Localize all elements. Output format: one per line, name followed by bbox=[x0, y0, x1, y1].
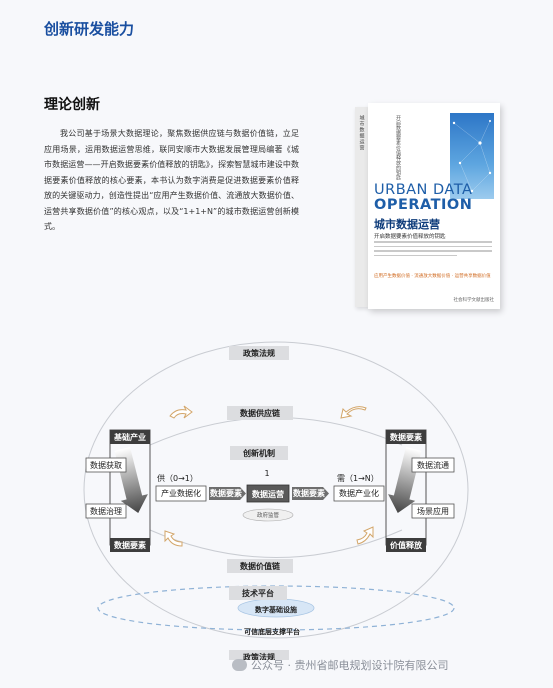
left-item-1: 数据治理 bbox=[90, 506, 122, 516]
left-bottom-label: 数据要素 bbox=[114, 540, 146, 550]
trusted-base-label: 可信底层支撑平台 bbox=[244, 627, 300, 636]
value-chain-label: 数据价值链 bbox=[240, 561, 281, 571]
supervision-label: 政府监管 bbox=[257, 511, 280, 519]
book-data-visual bbox=[450, 113, 494, 199]
data-element-left-arrow bbox=[209, 487, 246, 500]
wechat-icon bbox=[232, 659, 247, 671]
left-bottom-box bbox=[110, 538, 150, 552]
watermark-text: 公众号 · 贵州省邮电规划设计院有限公司 bbox=[251, 659, 449, 672]
page-header-title: 创新研发能力 bbox=[44, 20, 135, 38]
center-label: 数据运营 bbox=[252, 489, 284, 499]
lower-arc bbox=[149, 529, 403, 558]
value-chain-box bbox=[227, 559, 293, 573]
tech-platform-box bbox=[229, 586, 287, 600]
data-industry-label: 数据产业化 bbox=[339, 488, 379, 498]
innovation-label: 创新机制 bbox=[242, 448, 275, 458]
book-side-text: 开启数据要素价值释放的钥匙 bbox=[395, 115, 401, 180]
book-cn-subtitle: 开启数据要素价值释放的钥匙 bbox=[374, 234, 446, 240]
digital-infra-label: 数字基础设施 bbox=[255, 605, 297, 614]
book-title-operation: OPERATION bbox=[374, 197, 473, 213]
industrialize-label: 产业数据化 bbox=[161, 488, 201, 498]
cycle-arrow-bottom-left bbox=[164, 530, 183, 547]
left-top-box bbox=[110, 430, 150, 444]
cycle-arrows bbox=[164, 405, 374, 547]
book-network-graphic bbox=[452, 120, 492, 193]
cycle-arrow-bottom-right bbox=[356, 526, 374, 545]
policy-bottom-box bbox=[229, 650, 289, 660]
data-element-left-label: 数据要素 bbox=[210, 488, 242, 498]
left-top-label: 基础产业 bbox=[113, 432, 146, 442]
right-bottom-label: 价值释放 bbox=[390, 540, 423, 550]
supply-chain-label: 数据供应链 bbox=[240, 408, 281, 418]
book-spine: 城市数据运营 bbox=[355, 107, 369, 307]
right-top-box bbox=[386, 430, 426, 444]
right-item-0: 数据流通 bbox=[417, 460, 449, 470]
cycle-arrow-top-left bbox=[169, 405, 193, 419]
demand-label: 需（1→N） bbox=[337, 474, 379, 483]
data-operation-diagram: 政策法规 数据供应链 创新机制 基础产业 数据要素 数据获取 数据治理 数据要素… bbox=[83, 341, 469, 660]
right-item-0-box bbox=[411, 457, 455, 473]
watermark: 公众号 · 贵州省邮电规划设计院有限公司 bbox=[232, 657, 449, 673]
outer-ellipse bbox=[83, 341, 469, 639]
left-item-0-box bbox=[85, 457, 127, 473]
data-element-right-arrow bbox=[292, 487, 329, 500]
book-small-text-lines bbox=[374, 241, 492, 259]
book-tagline: 应用产生数据价值 · 流通放大数据价值 · 运营共享数据价值 bbox=[374, 274, 491, 279]
policy-top-label: 政策法规 bbox=[243, 348, 275, 358]
industrialize-box bbox=[155, 485, 207, 502]
book-publisher: 社会科学文献出版社 bbox=[453, 298, 495, 303]
left-item-0: 数据获取 bbox=[90, 460, 122, 470]
cycle-arrow-top-right bbox=[340, 406, 367, 419]
center-box bbox=[246, 484, 290, 503]
section-title: 理论创新 bbox=[44, 97, 100, 113]
supervision-ellipse bbox=[242, 508, 294, 522]
policy-bottom-label: 政策法规 bbox=[243, 652, 275, 660]
upper-arc bbox=[149, 417, 403, 446]
innovation-box bbox=[230, 446, 288, 460]
supply-label: 供（0→1） bbox=[157, 473, 198, 483]
dashed-base-ellipse bbox=[97, 585, 455, 631]
book-cn-title: 城市数据运营 bbox=[374, 218, 440, 231]
supply-chain-box bbox=[227, 406, 293, 420]
book-spine-text: 城市数据运营 bbox=[358, 115, 365, 151]
tech-platform-label: 技术平台 bbox=[242, 588, 274, 598]
right-item-1: 场景应用 bbox=[417, 506, 449, 516]
book-cover: 开启数据要素价值释放的钥匙 URBAN DATA OPERATION 城市数据运… bbox=[368, 103, 500, 309]
policy-top-box bbox=[229, 346, 289, 360]
book-title-urban: URBAN DATA bbox=[374, 182, 473, 198]
left-item-1-box bbox=[85, 503, 127, 519]
body-paragraph: 我公司基于场景大数据理论，聚焦数据供应链与数据价值链，立足应用场景，运用数据运营… bbox=[44, 129, 299, 231]
center-number: 1 bbox=[264, 469, 269, 478]
data-industry-box bbox=[333, 485, 385, 502]
data-element-right-label: 数据要素 bbox=[293, 488, 325, 498]
right-top-label: 数据要素 bbox=[390, 432, 422, 442]
right-bottom-box bbox=[386, 538, 426, 552]
right-item-1-box bbox=[411, 503, 455, 519]
